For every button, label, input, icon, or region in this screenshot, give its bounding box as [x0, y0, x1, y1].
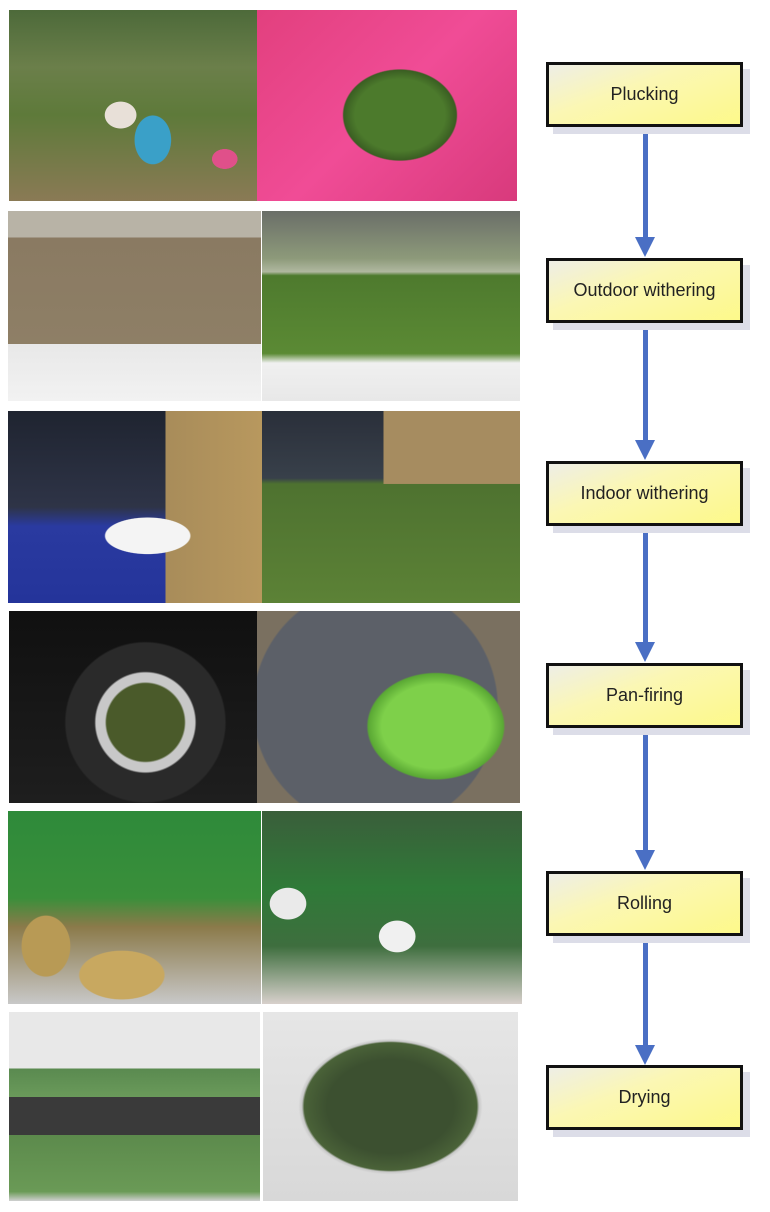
- photo-dried-tea: dried rolled tea in dish: [263, 1012, 518, 1201]
- photo-plucking-field: tea pickers in plantation: [9, 10, 257, 201]
- step-plucking: Plucking: [546, 62, 743, 127]
- step-outdoor-withering: Outdoor withering: [546, 258, 743, 323]
- photo-indoor-withering-floor: leaves on indoor withering floor: [262, 411, 520, 603]
- photo-pan-firing-leaves: green leaves inside pan: [257, 611, 520, 803]
- step-drying: Drying: [546, 1065, 743, 1130]
- photo-outdoor-withering-workers: workers spreading leaves outside shed: [8, 211, 261, 401]
- arrow-head-icon: [635, 642, 655, 662]
- step-label: Drying: [618, 1087, 671, 1107]
- arrow-line: [643, 526, 648, 644]
- arrow-head-icon: [635, 850, 655, 870]
- step-indoor-withering: Indoor withering: [546, 461, 743, 526]
- photo-plucking-basket: pink basket with plucked leaves: [257, 10, 517, 201]
- arrow-head-icon: [635, 1045, 655, 1065]
- step-label: Plucking: [610, 84, 679, 104]
- photo-rolling-worker: worker at rolling machine: [8, 811, 261, 1004]
- photo-indoor-withering-workers: workers in indoor withering room: [8, 411, 262, 603]
- step-label: Pan-firing: [605, 685, 684, 705]
- arrow-line: [643, 323, 648, 442]
- arrow-line: [643, 936, 648, 1047]
- step-label: Outdoor withering: [573, 280, 716, 300]
- arrow-line: [643, 127, 648, 239]
- arrow-head-icon: [635, 440, 655, 460]
- step-rolling: Rolling: [546, 871, 743, 936]
- step-label: Rolling: [616, 893, 673, 913]
- step-label: Indoor withering: [580, 483, 709, 503]
- arrow-line: [643, 728, 648, 852]
- photo-outdoor-withering-leaves: leaves spread for outdoor withering: [262, 211, 520, 401]
- arrow-head-icon: [635, 237, 655, 257]
- step-pan-firing: Pan-firing: [546, 663, 743, 728]
- photo-drying-machine: worker at drying machine: [9, 1012, 260, 1201]
- photo-pan-firing-drum: pan-firing drum machine: [9, 611, 257, 803]
- photo-rolling-machines: green rolling machines: [262, 811, 522, 1004]
